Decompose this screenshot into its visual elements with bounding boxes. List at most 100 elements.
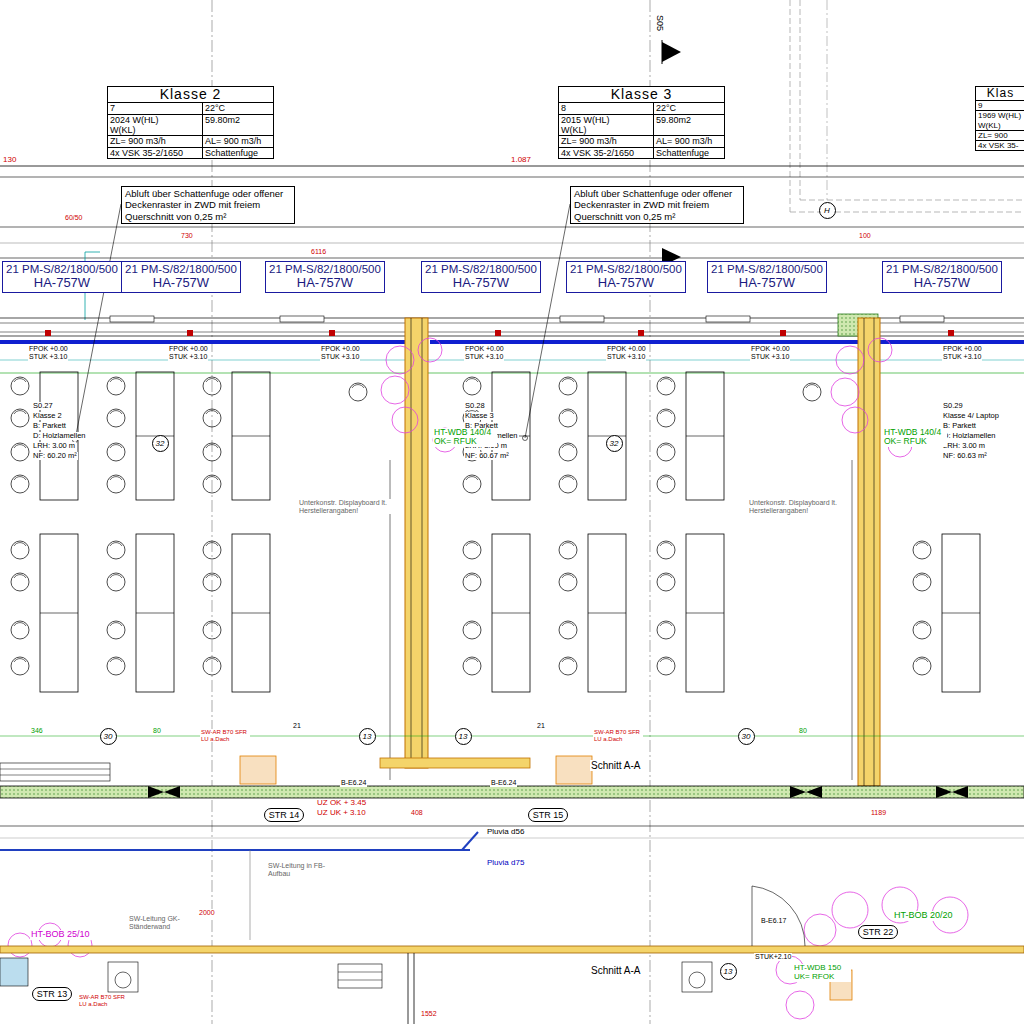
table-value: 1969 W(HL): [978, 111, 1023, 120]
table-value: 22°C: [205, 103, 271, 113]
plan-annotation: FPOK +0.00: [606, 345, 647, 353]
callout-number: 13: [359, 728, 376, 745]
table-cell: ZL= 900 m3/h: [108, 136, 203, 147]
plan-annotation: 1552: [420, 1010, 438, 1018]
node-label: 32: [153, 436, 168, 451]
callout-number: 13: [720, 963, 737, 980]
radiator-tag: 21 PM-S/82/1800/500HA-757W: [566, 261, 686, 293]
plan-annotation: B-E6.17: [760, 917, 787, 925]
node-label: HA-757W: [125, 276, 237, 291]
plan-annotation: 1.087: [510, 156, 532, 165]
plan-annotation: STUK +3.10: [320, 353, 360, 361]
plan-annotation: Unterkonstr. Displayboard lt. Hersteller…: [298, 499, 392, 514]
plan-annotation: 130: [2, 156, 17, 165]
node-label: 32: [607, 436, 622, 451]
callout-number: 32: [606, 435, 623, 452]
node-label: 13: [721, 964, 736, 979]
riser-tag: STR 13: [32, 987, 73, 1001]
plan-annotation: Pluvia d56: [486, 828, 525, 837]
radiator-tag: 21 PM-S/82/1800/500HA-757W: [121, 261, 241, 293]
node-label: HA-757W: [886, 276, 998, 291]
radiator-tag: 21 PM-S/82/1800/500HA-757W: [2, 261, 122, 293]
plan-annotation: 2000: [198, 909, 216, 917]
table-cell: 1969 W(HL)W(KL): [976, 111, 1024, 130]
table-cell: AL= 900 m3/h: [654, 136, 724, 147]
plan-annotation: 21: [292, 722, 302, 730]
note-box: Abluft über Schattenfuge oder offener De…: [570, 186, 744, 224]
table-cell: 22°C: [203, 103, 273, 114]
plan-annotation: NF: 60.20 m²: [32, 452, 78, 460]
plan-annotation: LRH: 3.00 m: [32, 442, 76, 450]
callout-number: 32: [152, 435, 169, 452]
plan-annotation: 60/50: [64, 214, 84, 222]
table-cell: 4x VSK 35-2/1650: [108, 148, 203, 158]
table-value: 59.80m2: [205, 115, 271, 125]
node-label: H: [820, 203, 835, 218]
plan-annotation: SW-Leitung GK-Ständerwand: [128, 915, 192, 930]
plan-annotation: S0.27: [32, 402, 54, 410]
plan-annotation: Klasse 3: [464, 412, 495, 420]
plan-annotation: UZ UK + 3.10: [316, 809, 367, 818]
table-value: 4x VSK 35-2/1650: [110, 148, 200, 158]
plan-annotation: Klasse 2: [32, 412, 63, 420]
table-value: Schattenfuge: [205, 148, 271, 158]
plan-annotation: HT-WDB 140/4 OK= RFUK: [883, 428, 947, 447]
node-label: HA-757W: [570, 276, 682, 291]
plan-annotation: FPOK +0.00: [464, 345, 505, 353]
table-value: ZL= 900: [978, 131, 1023, 140]
plan-annotation: S0.29: [942, 402, 964, 410]
table-cell: 59.80m2: [654, 115, 724, 137]
table-value: 7: [110, 103, 200, 113]
plan-annotation: B-E6.24: [490, 779, 517, 787]
table-value: AL= 900 m3/h: [205, 136, 271, 146]
plan-annotation: 346: [30, 727, 44, 735]
callout-number: 13: [455, 728, 472, 745]
radiator-tag: 21 PM-S/82/1800/500HA-757W: [707, 261, 827, 293]
riser-tag: STR 22: [858, 925, 899, 939]
plan-annotation: SW-AR B70 SFR LU a.Dach: [78, 994, 128, 1007]
table-value: ZL= 900 m3/h: [110, 136, 200, 146]
table-cell: Klas: [976, 87, 1024, 101]
plan-annotation: HT-BOB 25/10: [30, 930, 91, 940]
table-heading: Klasse 3: [561, 87, 722, 102]
plan-annotation: 730: [180, 232, 194, 240]
node-label: 21 PM-S/82/1800/500: [6, 263, 118, 276]
plan-annotation: 408: [410, 809, 424, 817]
node-label: STR 14: [269, 810, 300, 820]
table-value: ZL= 900 m3/h: [561, 136, 651, 146]
table-cell: 4x VSK 35-: [976, 141, 1024, 150]
table-cell: 2015 W(HL)W(KL): [559, 115, 654, 137]
plan-annotation: S0.28: [464, 402, 486, 410]
node-label: 30: [101, 729, 116, 744]
plan-annotation: STUK +3.10: [168, 353, 208, 361]
table-cell: 59.80m2: [203, 115, 273, 137]
radiator-tag: 21 PM-S/82/1800/500HA-757W: [421, 261, 541, 293]
plan-annotation: HT-WDB 140/4 OK= RFUK: [433, 428, 497, 447]
plan-annotation: Unterkonstr. Displayboard lt. Hersteller…: [748, 499, 842, 514]
plan-annotation: 80: [798, 727, 808, 735]
plan-annotation: STUK +3.10: [464, 353, 504, 361]
plan-annotation: SW-AR B70 SFR LU a.Dach: [593, 729, 643, 742]
plan-annotation: FPOK +0.00: [28, 345, 69, 353]
node-label: HA-757W: [711, 276, 823, 291]
plan-annotation: 6116: [310, 248, 327, 256]
plan-annotation: D: Holzlamellen: [942, 432, 997, 440]
table-value: 2024 W(HL): [110, 115, 200, 125]
callout-number: 30: [100, 728, 117, 745]
node-label: 21 PM-S/82/1800/500: [886, 263, 998, 276]
node-label: 13: [456, 729, 471, 744]
table-cell: Schattenfuge: [654, 148, 724, 158]
node-label: 13: [360, 729, 375, 744]
node-label: HA-757W: [425, 276, 537, 291]
plan-annotation: FPOK +0.00: [168, 345, 209, 353]
room-data-table: Klasse 2722°C2024 W(HL)W(KL)59.80m2ZL= 9…: [107, 86, 274, 159]
node-label: 30: [739, 729, 754, 744]
plan-annotation: LRH: 3.00 m: [942, 442, 986, 450]
table-heading: Klas: [978, 87, 1023, 100]
table-cell: ZL= 900: [976, 131, 1024, 141]
table-cell: 8: [559, 103, 654, 114]
table-heading: Klasse 2: [110, 87, 271, 102]
table-cell: Klasse 2: [108, 87, 273, 103]
table-cell: 4x VSK 35-2/1650: [559, 148, 654, 158]
plan-annotation: 21: [536, 722, 546, 730]
